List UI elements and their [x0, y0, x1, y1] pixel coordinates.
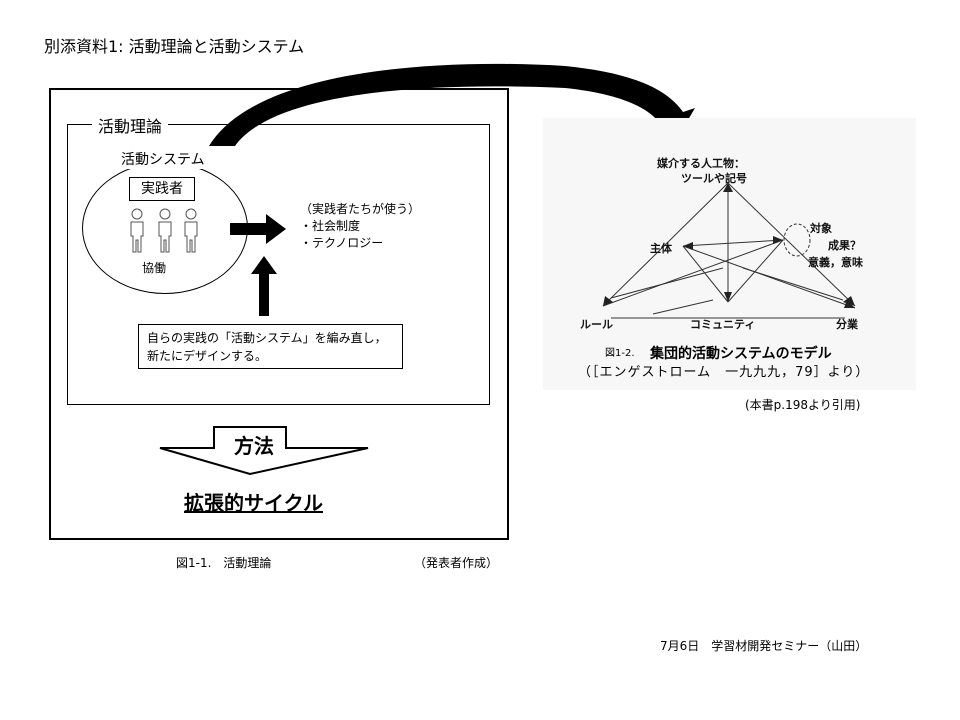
practitioner-box: 実践者 — [129, 177, 195, 201]
slide-title: 別添資料1: 活動理論と活動システム — [44, 37, 305, 56]
activity-theory-frame — [67, 124, 490, 405]
subject-label: 主体 — [650, 242, 672, 255]
object-label: 対象 — [810, 222, 832, 235]
rules-label: ルール — [580, 318, 613, 331]
figure1-caption: 図1-1. 活動理論 — [176, 556, 272, 570]
activity-system-triangle — [602, 182, 856, 319]
curved-arrow-icon — [209, 63, 695, 146]
expansive-cycle-label: 拡張的サイクル — [184, 491, 323, 515]
artifact-label-1: 媒介する人工物： — [657, 157, 745, 170]
collaboration-label: 協働 — [142, 261, 167, 275]
tools-heading: （実践者たちが使う） — [300, 202, 421, 216]
figure2-citation: (本書p.198より引用) — [745, 398, 861, 412]
figure1-author-note: （発表者作成） — [414, 556, 499, 570]
engestrom-model-image — [543, 118, 916, 390]
division-label: 分業 — [836, 318, 858, 331]
figure2-source: （［エンゲストローム 一九九九，79］より） — [578, 365, 870, 380]
community-label: コミュニティ — [690, 318, 756, 331]
redesign-box: 自らの実践の「活動システム」を編み直し， 新たにデザインする。 — [138, 324, 403, 369]
method-label: 方法 — [234, 434, 274, 458]
artifact-label-2: ツールや記号 — [681, 172, 747, 185]
sense-label: 意義，意味 — [808, 256, 863, 269]
up-arrow-icon — [251, 256, 277, 316]
tools-item-technology: ・テクノロジー — [300, 236, 384, 250]
activity-theory-label: 活動理論 — [92, 113, 169, 137]
slide-footer: 7月6日 学習材開発セミナー（山田） — [660, 639, 868, 653]
figure2-caption-label: 図1-2. — [605, 348, 635, 359]
people-icon — [130, 208, 198, 253]
right-arrow-icon — [230, 214, 286, 244]
figure1-frame — [49, 88, 509, 540]
redesign-line-2: 新たにデザインする。 — [147, 349, 268, 363]
outcome-label: 成果？ — [828, 239, 861, 252]
redesign-line-1: 自らの実践の「活動システム」を編み直し， — [147, 331, 387, 345]
tools-list: （実践者たちが使う） ・社会制度 ・テクノロジー — [300, 201, 420, 252]
down-arrow-icon — [159, 426, 369, 476]
activity-system-label: 活動システム — [117, 149, 209, 169]
tools-item-social: ・社会制度 — [300, 219, 361, 233]
figure2-title: 集団的活動システムのモデル — [650, 346, 832, 362]
